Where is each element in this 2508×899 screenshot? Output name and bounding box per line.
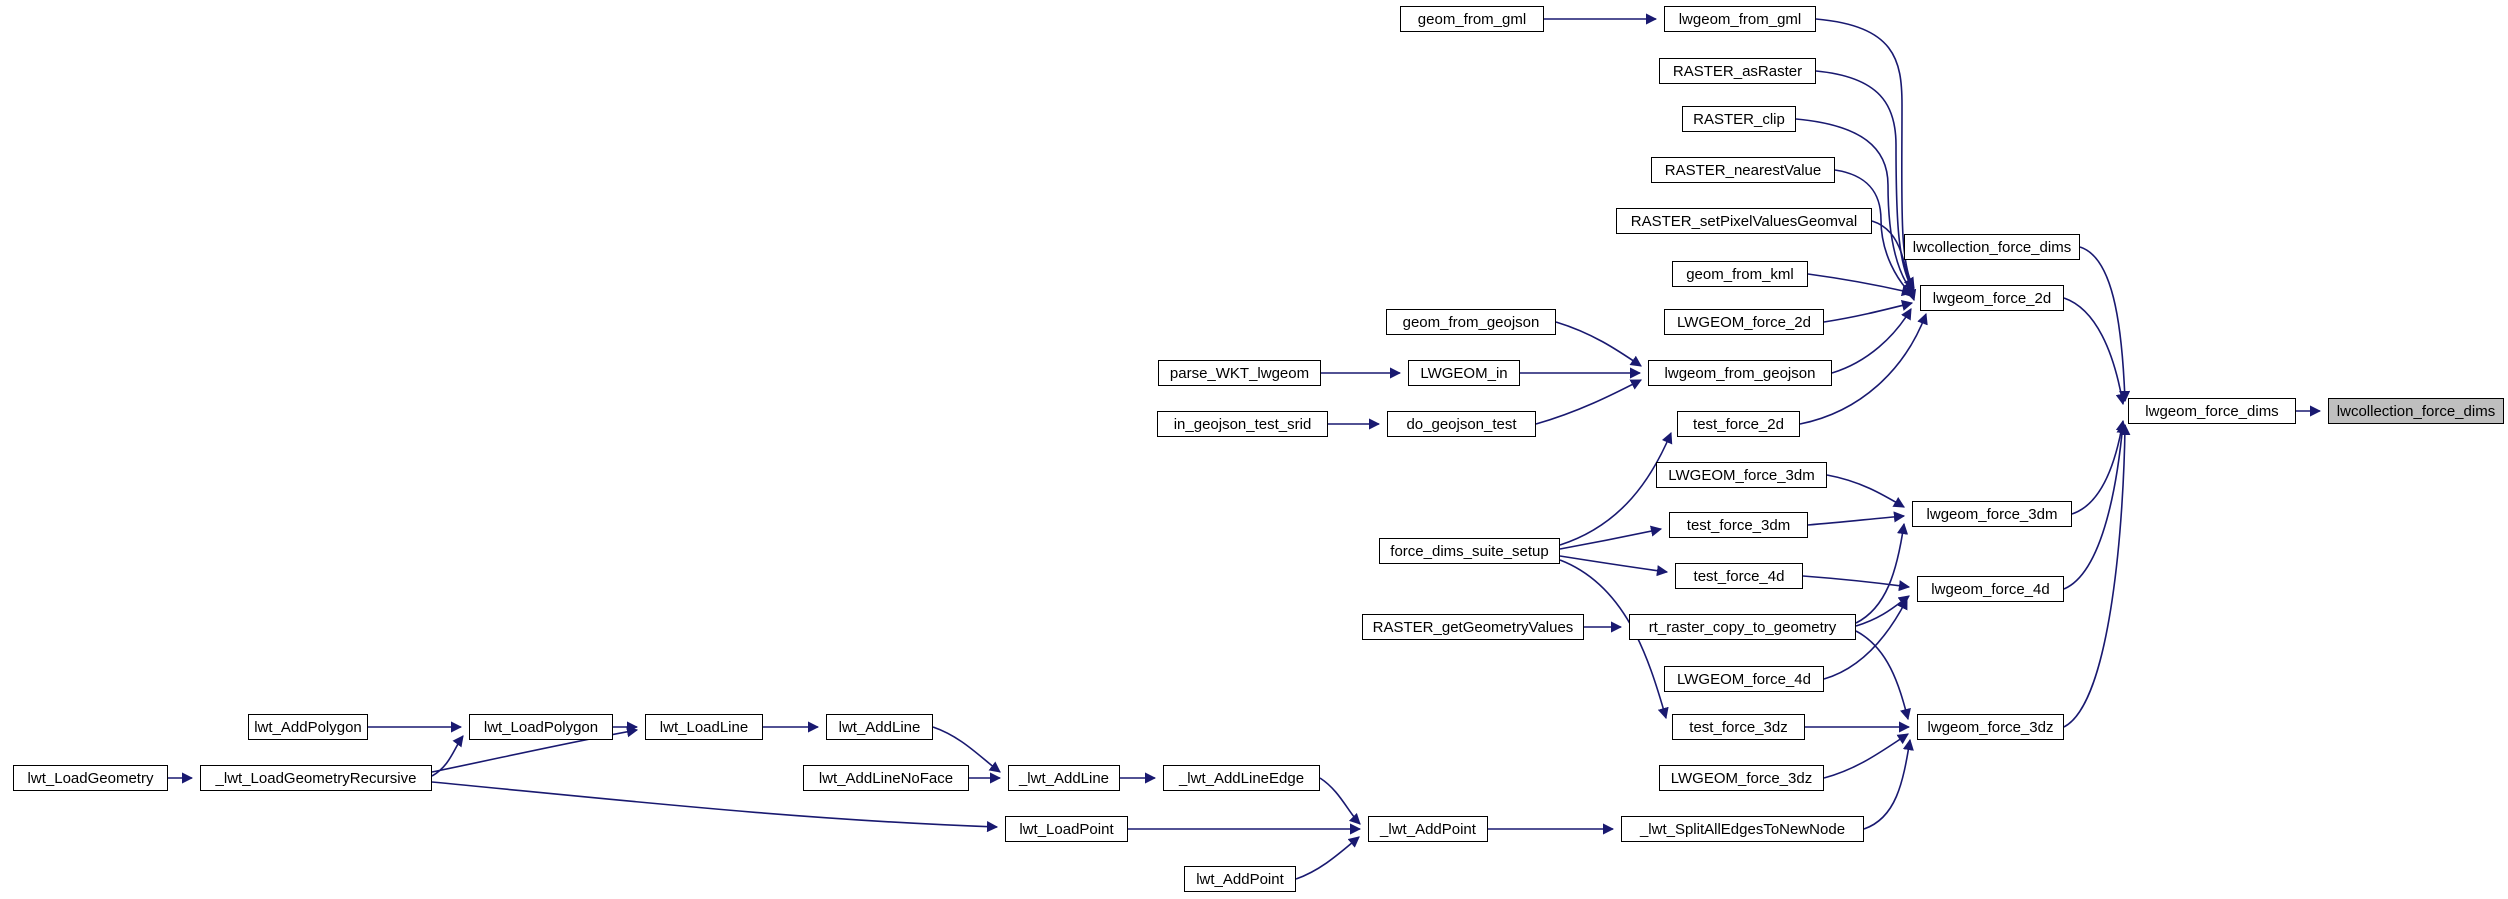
node-_lwt_AddPoint[interactable]: _lwt_AddPoint (1368, 816, 1488, 842)
node-do_geojson_test[interactable]: do_geojson_test (1387, 411, 1536, 437)
node-test_force_3dm[interactable]: test_force_3dm (1669, 512, 1808, 538)
edge-lwcollection_force_dims_caller-to-lwgeom_force_dims (2079, 246, 2131, 403)
node-lwgeom_force_4d[interactable]: lwgeom_force_4d (1917, 576, 2064, 602)
edge-rt_raster_copy_to_geometry-to-lwgeom_force_3dm (1855, 522, 1909, 624)
node-lwgeom_force_3dz[interactable]: lwgeom_force_3dz (1917, 714, 2064, 740)
edge-geom_from_kml-to-lwgeom_force_2d (1807, 273, 1914, 297)
node-force_dims_suite_setup[interactable]: force_dims_suite_setup (1379, 538, 1560, 564)
node-lwt_LoadGeometry[interactable]: lwt_LoadGeometry (13, 765, 168, 791)
edge-RASTER_setPixelValuesGeomval-to-lwgeom_force_2d (1871, 220, 1917, 302)
node-RASTER_nearestValue[interactable]: RASTER_nearestValue (1651, 157, 1835, 183)
node-lwgeom_force_dims[interactable]: lwgeom_force_dims (2128, 398, 2296, 424)
node-_lwt_AddLine[interactable]: _lwt_AddLine (1008, 765, 1120, 791)
edge-lwt_AddPoint-to-_lwt_AddPoint (1295, 836, 1360, 880)
edge-lwgeom_from_gml-to-lwgeom_force_2d (1815, 18, 1915, 289)
node-lwgeom_from_geojson[interactable]: lwgeom_from_geojson (1648, 360, 1832, 386)
node-_lwt_SplitAllEdgesToNewNode[interactable]: _lwt_SplitAllEdgesToNewNode (1621, 816, 1864, 842)
node-lwt_AddLine[interactable]: lwt_AddLine (826, 714, 933, 740)
edge-force_dims_suite_setup-to-test_force_2d (1559, 431, 1673, 546)
node-lwt_AddPoint[interactable]: lwt_AddPoint (1184, 866, 1296, 892)
node-lwgeom_from_gml[interactable]: lwgeom_from_gml (1664, 6, 1816, 32)
node-LWGEOM_in[interactable]: LWGEOM_in (1408, 360, 1520, 386)
edge-LWGEOM_force_3dm-to-lwgeom_force_3dm (1826, 474, 1905, 508)
node-in_geojson_test_srid[interactable]: in_geojson_test_srid (1157, 411, 1328, 437)
edge-_lwt_AddLineEdge-to-_lwt_AddPoint (1319, 777, 1361, 825)
edge-_lwt_SplitAllEdgesToNewNode-to-lwgeom_force_3dz (1863, 738, 1914, 830)
edge-do_geojson_test-to-lwgeom_from_geojson (1535, 379, 1642, 425)
node-LWGEOM_force_4d[interactable]: LWGEOM_force_4d (1664, 666, 1824, 692)
node-geom_from_kml[interactable]: geom_from_kml (1672, 261, 1808, 287)
edge-rt_raster_copy_to_geometry-to-lwgeom_force_3dz (1855, 630, 1911, 721)
node-RASTER_asRaster[interactable]: RASTER_asRaster (1659, 58, 1816, 84)
node-lwt_AddPolygon[interactable]: lwt_AddPolygon (248, 714, 368, 740)
node-lwt_AddLineNoFace[interactable]: lwt_AddLineNoFace (803, 765, 969, 791)
node-lwgeom_force_2d[interactable]: lwgeom_force_2d (1920, 285, 2064, 311)
node-lwcollection_force_dims-target: lwcollection_force_dims (2328, 398, 2504, 424)
node-test_force_4d[interactable]: test_force_4d (1675, 563, 1803, 589)
node-lwcollection_force_dims-caller[interactable]: lwcollection_force_dims (1904, 234, 2080, 260)
node-lwt_LoadPoint[interactable]: lwt_LoadPoint (1005, 816, 1128, 842)
edge-lwgeom_force_2d-to-lwgeom_force_dims (2063, 297, 2127, 406)
node-RASTER_setPixelValuesGeomval[interactable]: RASTER_setPixelValuesGeomval (1616, 208, 1872, 234)
edge-test_force_3dm-to-lwgeom_force_3dm (1807, 511, 1906, 526)
node-rt_raster_copy_to_geometry[interactable]: rt_raster_copy_to_geometry (1629, 614, 1856, 640)
node-lwt_LoadPolygon[interactable]: lwt_LoadPolygon (469, 714, 613, 740)
edge-lwgeom_force_4d-to-lwgeom_force_dims (2063, 421, 2128, 590)
edge-test_force_4d-to-lwgeom_force_4d (1802, 575, 1911, 592)
edge-lwgeom_force_3dz-to-lwgeom_force_dims (2063, 423, 2131, 728)
node-RASTER_clip[interactable]: RASTER_clip (1682, 106, 1796, 132)
edge-RASTER_clip-to-lwgeom_force_2d (1795, 118, 1915, 295)
node-geom_from_geojson[interactable]: geom_from_geojson (1386, 309, 1556, 335)
node-LWGEOM_force_2d[interactable]: LWGEOM_force_2d (1664, 309, 1824, 335)
node-LWGEOM_force_3dm[interactable]: LWGEOM_force_3dm (1656, 462, 1827, 488)
edge-rt_raster_copy_to_geometry-to-lwgeom_force_4d (1855, 595, 1910, 627)
edge-LWGEOM_force_3dz-to-lwgeom_force_3dz (1823, 733, 1909, 779)
edge-lwgeom_from_geojson-to-lwgeom_force_2d (1831, 308, 1912, 374)
edge-LWGEOM_force_2d-to-lwgeom_force_2d (1823, 300, 1914, 323)
edge-geom_from_geojson-to-lwgeom_from_geojson (1555, 321, 1642, 367)
node-test_force_3dz[interactable]: test_force_3dz (1672, 714, 1805, 740)
edge-lwgeom_force_3dm-to-lwgeom_force_dims (2071, 419, 2127, 515)
node-lwgeom_force_3dm[interactable]: lwgeom_force_3dm (1912, 501, 2072, 527)
node-geom_from_gml[interactable]: geom_from_gml (1400, 6, 1544, 32)
edge-_lwt_LoadGeometryRecursive-to-lwt_LoadPolygon (431, 735, 464, 777)
node-lwt_LoadLine[interactable]: lwt_LoadLine (645, 714, 763, 740)
edge-force_dims_suite_setup-to-test_force_3dm (1559, 525, 1663, 550)
node-test_force_2d[interactable]: test_force_2d (1677, 411, 1800, 437)
edge-force_dims_suite_setup-to-test_force_4d (1559, 555, 1669, 577)
node-_lwt_AddLineEdge[interactable]: _lwt_AddLineEdge (1163, 765, 1320, 791)
node-_lwt_LoadGeometryRecursive[interactable]: _lwt_LoadGeometryRecursive (200, 765, 432, 791)
node-LWGEOM_force_3dz[interactable]: LWGEOM_force_3dz (1659, 765, 1824, 791)
node-RASTER_getGeometryValues[interactable]: RASTER_getGeometryValues (1362, 614, 1584, 640)
node-parse_WKT_lwgeom[interactable]: parse_WKT_lwgeom (1158, 360, 1321, 386)
